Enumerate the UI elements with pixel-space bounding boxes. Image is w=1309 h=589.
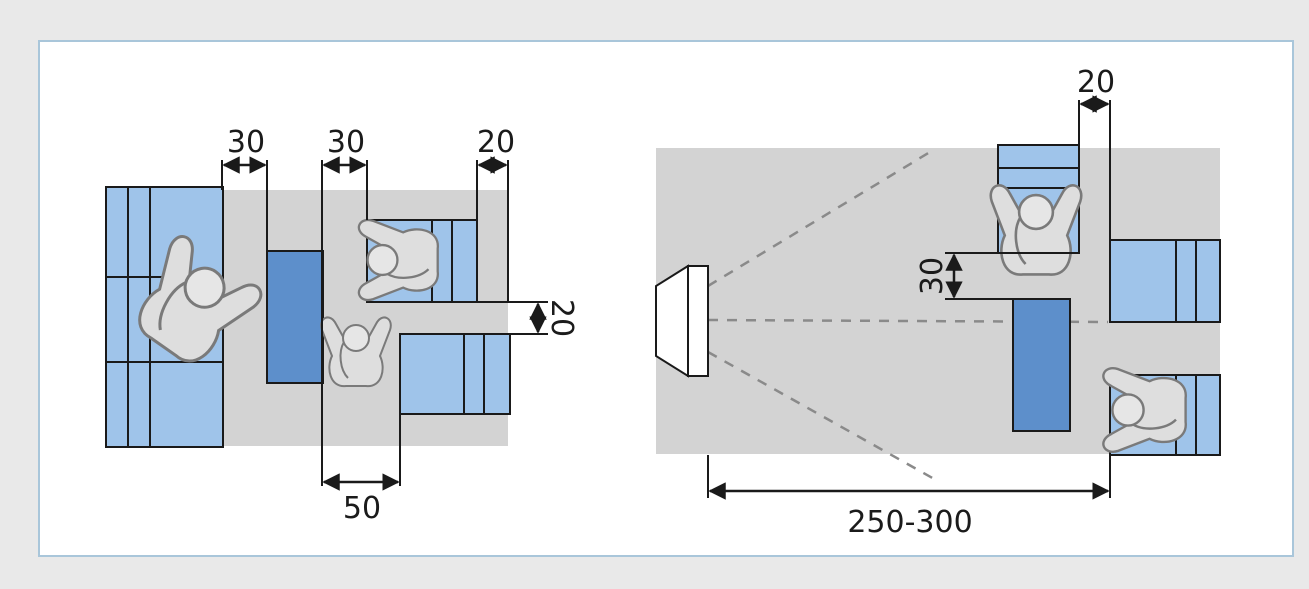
dimension-arrows-right	[708, 95, 1110, 500]
dimension-arrows-left	[222, 156, 547, 491]
tv-icon	[655, 264, 709, 378]
extension-lines-right	[707, 100, 1111, 498]
dim-label-armrest-right: 20	[1077, 65, 1115, 100]
dim-label-sofa-table-gap: 30	[227, 125, 265, 160]
person-armchair-right-top-icon	[989, 183, 1083, 276]
person-standing-icon	[320, 316, 392, 388]
armchair-bottom-left	[399, 333, 511, 415]
person-armchair-top-icon	[357, 218, 440, 302]
dim-label-chair-table-gap: 30	[915, 257, 950, 295]
coffee-table-right	[1012, 298, 1071, 432]
coffee-table-left	[266, 250, 324, 384]
dim-label-table-chair-gap: 30	[327, 125, 365, 160]
left-plan: 30 30 20 20 50	[105, 125, 579, 526]
extension-lines-left	[221, 160, 548, 486]
dim-label-armchair-armrest: 20	[477, 125, 515, 160]
viewing-angle-lines	[707, 150, 1109, 482]
dim-label-passage: 50	[343, 491, 381, 526]
armchair-right-upper	[1109, 239, 1221, 323]
dim-label-between-armchairs: 20	[544, 299, 579, 337]
dim-label-tv-distance: 250-300	[847, 505, 972, 540]
right-plan: 20 30 250-300	[655, 65, 1221, 540]
person-armchair-right-lower-icon	[1102, 367, 1187, 453]
